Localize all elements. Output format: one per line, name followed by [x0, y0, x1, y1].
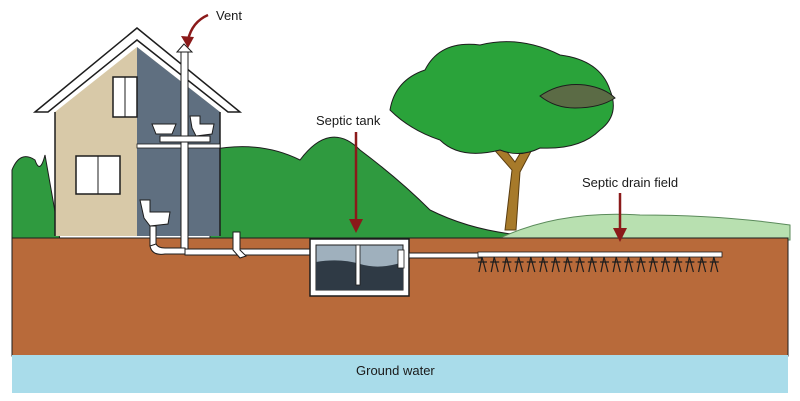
- tank-outlet-pipe: [408, 252, 482, 259]
- septic-drain-field-label: Septic drain field: [582, 175, 679, 190]
- vent-label: Vent: [216, 8, 243, 23]
- house: [32, 27, 243, 236]
- vent-arrowhead-icon: [181, 36, 194, 48]
- drain-field-trench: [502, 256, 512, 273]
- drain-field-laterals: [477, 251, 723, 273]
- drain-field-trench: [490, 256, 500, 273]
- drain-field-trench: [661, 256, 670, 273]
- tank-outlet-tee: [397, 249, 405, 269]
- drain-field-trench: [514, 256, 524, 273]
- drain-field-trench: [636, 256, 646, 273]
- drain-field-arrowhead-icon: [613, 228, 627, 242]
- house-floor-line: [136, 143, 221, 149]
- drain-field-trench: [685, 256, 695, 273]
- vent-stack-pipe: [180, 49, 189, 251]
- drain-field-trench: [648, 256, 658, 273]
- drain-field-trench: [612, 256, 622, 273]
- upper-sink: [151, 123, 177, 135]
- drain-field-trench: [697, 256, 707, 273]
- drain-field-trench: [575, 256, 585, 273]
- ground-water-label: Ground water: [356, 363, 435, 378]
- upper-drain-pipe: [159, 135, 211, 143]
- drain-field-trench: [600, 256, 609, 273]
- septic-tank: [309, 238, 410, 297]
- house-drain-elbow: [149, 243, 186, 255]
- drain-field-trench: [709, 256, 719, 273]
- drain-field-trench: [673, 256, 683, 273]
- tree-shadow-leaf: [539, 84, 616, 109]
- upper-toilet: [189, 115, 215, 137]
- drain-field-trench: [551, 256, 561, 273]
- sewer-line-pipe: [184, 248, 313, 256]
- drain-field-trench: [587, 256, 597, 273]
- drain-field-trench: [526, 256, 536, 273]
- drain-field-header-pipe: [477, 251, 723, 258]
- hill-left: [11, 154, 61, 241]
- drain-field-trench: [563, 256, 573, 273]
- vent-arrow-icon: [186, 13, 209, 41]
- drain-field-trench: [478, 256, 487, 273]
- septic-tank-label: Septic tank: [316, 113, 381, 128]
- lower-drain-pipe: [149, 225, 157, 247]
- house-roof: [32, 27, 243, 113]
- hill-middle: [209, 136, 521, 241]
- ground-water-layer: [12, 355, 788, 393]
- drain-field-trench: [624, 256, 634, 273]
- tank-baffle: [355, 244, 361, 286]
- hill-right-light: [499, 213, 791, 241]
- drain-field-trench: [539, 256, 548, 273]
- vent-cap: [175, 43, 194, 53]
- septic-tank-arrowhead-icon: [349, 219, 363, 233]
- tree-canopy: [389, 41, 614, 154]
- lower-toilet: [139, 199, 171, 227]
- cleanout-pipe: [232, 231, 247, 259]
